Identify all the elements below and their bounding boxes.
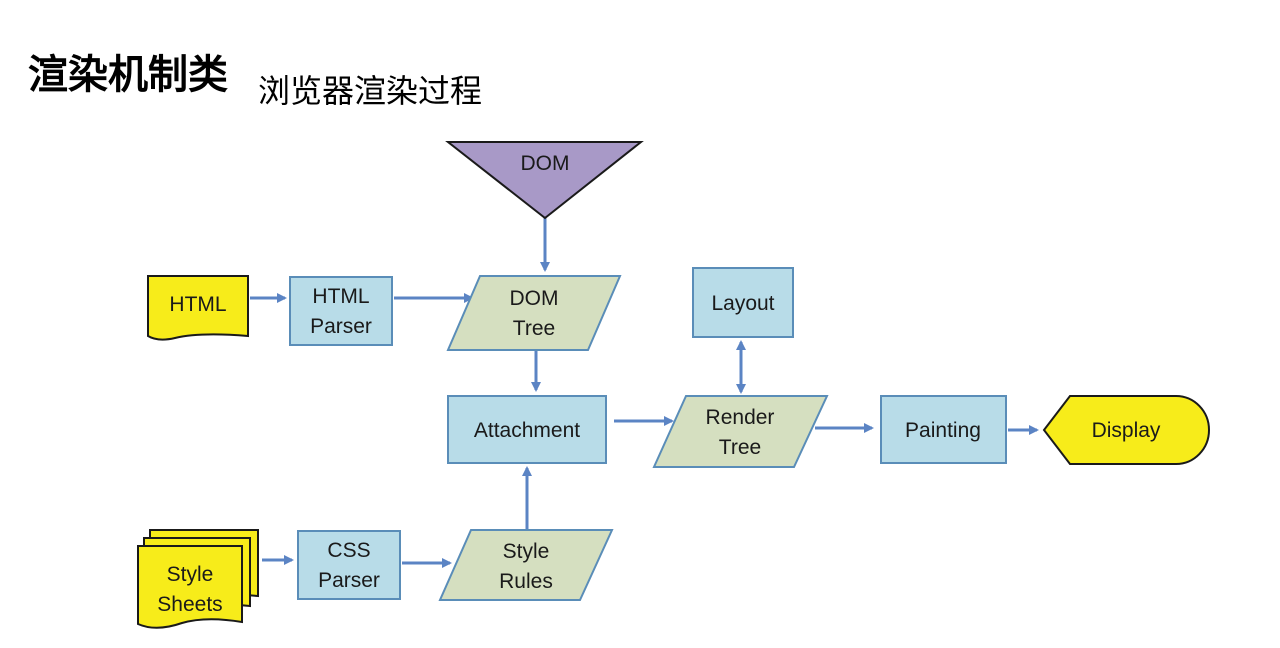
attachment-node: Attachment (447, 395, 607, 464)
layout-node: Layout (692, 267, 794, 338)
render-tree-node: Render Tree (652, 395, 829, 468)
style-rules-line1: Style (503, 540, 550, 563)
painting-label: Painting (905, 419, 981, 442)
css-parser-line2: Parser (318, 569, 380, 592)
html-parser-line1: HTML (312, 285, 369, 308)
arrows (250, 218, 1039, 568)
layout-label: Layout (711, 292, 774, 315)
html-parser-line2: Parser (310, 315, 372, 338)
css-parser-node: CSS Parser (297, 530, 401, 600)
display-label: Display (1092, 419, 1161, 442)
dom-tree-line2: Tree (513, 317, 555, 340)
style-sheets-line2: Sheets (157, 593, 222, 616)
dom-tree-node: DOM Tree (446, 275, 622, 351)
style-sheets-node: Style Sheets (137, 529, 259, 629)
css-parser-line1: CSS (327, 539, 370, 562)
render-tree-line1: Render (706, 406, 775, 429)
html-parser-node: HTML Parser (289, 276, 393, 346)
attachment-label: Attachment (474, 419, 580, 442)
render-tree-line2: Tree (719, 436, 761, 459)
dom-label: DOM (521, 152, 570, 175)
html-label: HTML (169, 293, 226, 316)
style-sheets-line1: Style (167, 563, 214, 586)
page-subtitle: 浏览器渲染过程 (258, 72, 483, 110)
page-title: 渲染机制类 (28, 52, 228, 98)
dom-node: DOM (445, 141, 644, 220)
style-rules-node: Style Rules (438, 529, 614, 601)
display-node: Display (1042, 395, 1210, 465)
dom-tree-line1: DOM (510, 287, 559, 310)
html-document-node: HTML (147, 275, 249, 341)
painting-node: Painting (880, 395, 1007, 464)
style-rules-line2: Rules (499, 570, 553, 593)
